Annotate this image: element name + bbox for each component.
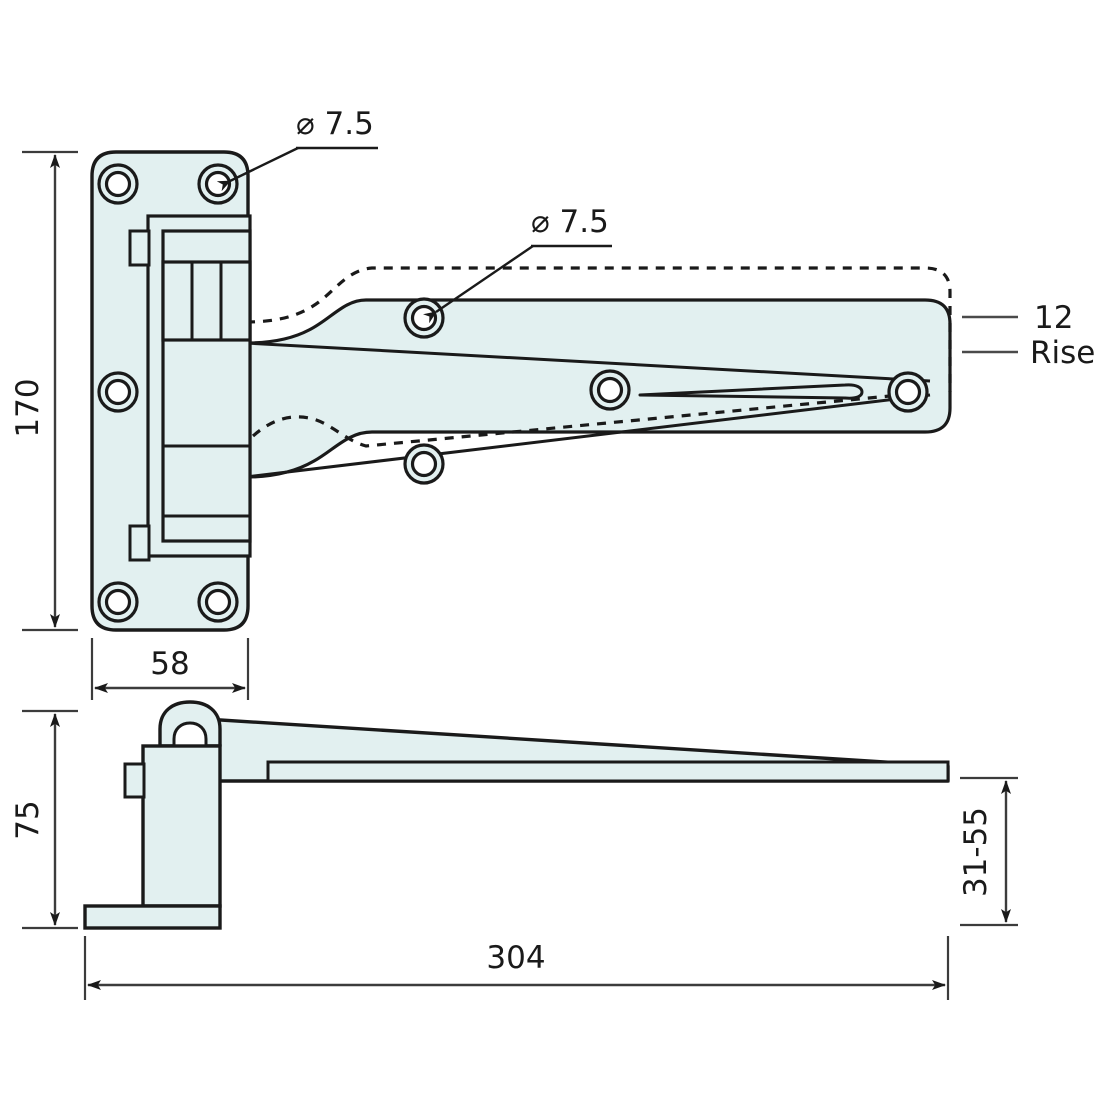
- side-pin-tab: [123, 762, 146, 799]
- callout-strap-hole-dia: ⌀ 7.5: [422, 204, 612, 324]
- pin-tab-lower: [128, 524, 151, 562]
- dim-75-label: 75: [10, 800, 46, 839]
- strap-inner-edge-lower: [245, 393, 931, 479]
- hidden-edge-upper: [245, 266, 952, 392]
- strap-hole-end: [887, 371, 929, 413]
- plate-hole-bottom-right: [197, 581, 239, 623]
- callout-strap-leader-line: [422, 245, 534, 324]
- dim-170-label: 170: [10, 378, 46, 437]
- knuckle-assembly-plan: [128, 214, 252, 562]
- hidden-edge-lower: [251, 394, 891, 448]
- strap-hole-upper: [403, 297, 445, 339]
- side-strap-band: [266, 760, 950, 783]
- dim-58-label: 58: [150, 646, 189, 682]
- pin-tab-upper: [128, 229, 151, 267]
- leader-12-label: 12: [1034, 300, 1073, 336]
- strap-holes-group: [403, 297, 929, 485]
- callout-plate-leader-line: [216, 146, 299, 192]
- callout-strap-hole-label: ⌀ 7.5: [531, 204, 609, 240]
- right-leaders-group: 12 Rise: [962, 300, 1095, 371]
- side-base-flange: [83, 904, 222, 930]
- mounting-plate-plan: [90, 150, 252, 632]
- hidden-outline-group: [245, 266, 952, 448]
- side-view: 75 31-55 304: [10, 700, 1018, 1000]
- dimension-304: 304: [83, 936, 950, 1000]
- dimension-75: 75: [10, 709, 78, 930]
- dim-3155-label: 31-55: [958, 807, 994, 897]
- leader-rise-label: Rise: [1030, 335, 1095, 371]
- plan-view: ⌀ 7.5 ⌀ 7.5 12 Rise 170 58: [10, 106, 1095, 700]
- plate-hole-top-right: [197, 163, 239, 205]
- dimension-31-55: 31-55: [958, 776, 1018, 927]
- callout-plate-hole-label: ⌀ 7.5: [296, 106, 374, 142]
- dimension-58: 58: [90, 638, 250, 700]
- strap-hole-lower: [403, 443, 445, 485]
- side-pin-hole: [172, 721, 208, 748]
- plate-hole-mid-left: [97, 371, 139, 413]
- side-leaf-body: [141, 744, 222, 908]
- strap-hole-center: [589, 369, 631, 411]
- callout-plate-hole-dia: ⌀ 7.5: [216, 106, 378, 192]
- plate-hole-bottom-left: [97, 581, 139, 623]
- plate-hole-top-left: [97, 163, 139, 205]
- dim-304-label: 304: [486, 940, 545, 976]
- dimension-170: 170: [10, 150, 78, 632]
- strap-inner-edge-upper: [245, 341, 931, 383]
- knuckle-upper-block: [161, 260, 252, 342]
- plate-holes-group: [97, 163, 239, 623]
